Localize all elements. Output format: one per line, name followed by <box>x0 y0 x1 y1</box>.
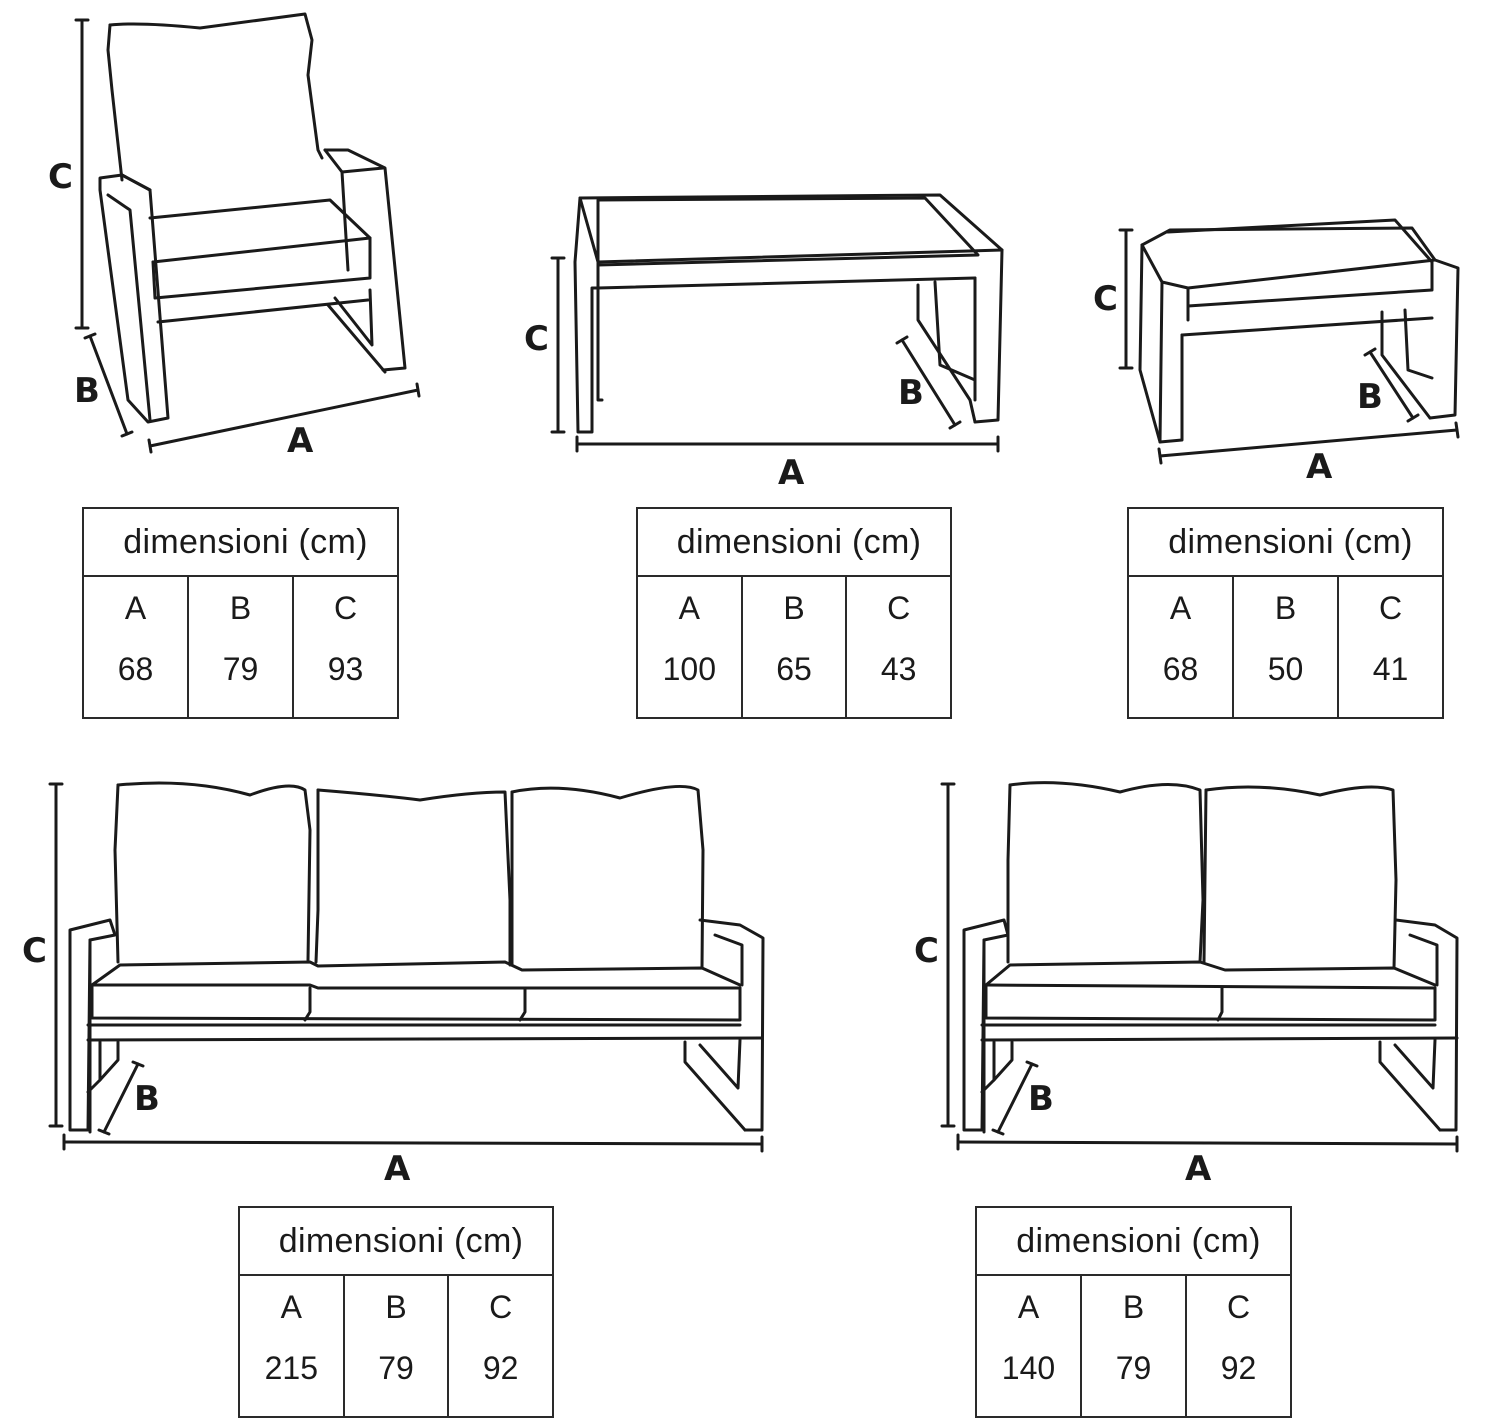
column-label-b: B <box>740 575 848 631</box>
column-label-a: A <box>1127 575 1234 631</box>
armchair-label-c: C <box>48 157 73 197</box>
footstool-label-a: A <box>1306 447 1333 487</box>
value-a: 68 <box>82 631 189 719</box>
three-seat-sofa-drawing <box>68 781 765 1134</box>
coffee-table-dimension-table: dimensioni (cm) A B C 100 65 43 <box>636 507 952 719</box>
coffee-table-label-a: A <box>778 453 805 493</box>
armchair-label-b: B <box>74 371 100 411</box>
coffee-table-drawing <box>573 193 1004 434</box>
value-b: 79 <box>342 1330 450 1418</box>
armchair-drawing <box>98 12 407 424</box>
three-seat-sofa-dimension-lines <box>48 782 764 1153</box>
dimension-table-title: dimensioni (cm) <box>238 1206 554 1276</box>
three-seat-sofa-dimension-table: dimensioni (cm) A B C 215 79 92 <box>238 1206 554 1418</box>
coffee-table-dimension-lines <box>550 256 1000 453</box>
footstool-dimension-table: dimensioni (cm) A B C 68 50 41 <box>1127 507 1444 719</box>
column-label-b: B <box>187 575 294 631</box>
value-c: 43 <box>845 631 952 719</box>
two-seat-sofa-dimension-lines <box>940 782 1459 1153</box>
two-seat-sofa-drawing <box>962 781 1459 1134</box>
footstool-label-b: B <box>1357 377 1383 417</box>
value-c: 93 <box>292 631 399 719</box>
column-label-a: A <box>82 575 189 631</box>
three-seat-sofa-label-b: B <box>134 1079 160 1119</box>
two-seat-sofa-label-b: B <box>1028 1079 1054 1119</box>
column-label-c: C <box>292 575 399 631</box>
value-b: 79 <box>1080 1330 1187 1418</box>
dimension-table-title: dimensioni (cm) <box>82 507 399 577</box>
value-c: 41 <box>1337 631 1444 719</box>
armchair-dimension-lines <box>74 18 421 454</box>
dimension-table-title: dimensioni (cm) <box>1127 507 1444 577</box>
coffee-table-label-b: B <box>898 373 924 413</box>
column-label-b: B <box>342 1274 450 1330</box>
value-c: 92 <box>447 1330 554 1418</box>
column-label-b: B <box>1080 1274 1187 1330</box>
value-a: 100 <box>636 631 743 719</box>
armchair-dimension-table: dimensioni (cm) A B C 68 79 93 <box>82 507 399 719</box>
three-seat-sofa-label-c: C <box>22 931 47 971</box>
coffee-table-label-c: C <box>524 319 549 359</box>
column-label-c: C <box>845 575 952 631</box>
footstool-drawing <box>1138 218 1460 444</box>
value-a: 140 <box>975 1330 1082 1418</box>
column-label-a: A <box>636 575 743 631</box>
armchair-label-a: A <box>287 421 314 461</box>
dimension-table-title: dimensioni (cm) <box>636 507 952 577</box>
two-seat-sofa-label-c: C <box>914 931 939 971</box>
column-label-c: C <box>447 1274 554 1330</box>
value-a: 68 <box>1127 631 1234 719</box>
column-label-b: B <box>1232 575 1339 631</box>
column-label-a: A <box>238 1274 345 1330</box>
value-a: 215 <box>238 1330 345 1418</box>
value-b: 65 <box>740 631 848 719</box>
column-label-c: C <box>1337 575 1444 631</box>
two-seat-sofa-dimension-table: dimensioni (cm) A B C 140 79 92 <box>975 1206 1292 1418</box>
value-c: 92 <box>1185 1330 1292 1418</box>
two-seat-sofa-label-a: A <box>1185 1149 1212 1189</box>
value-b: 79 <box>187 631 294 719</box>
column-label-a: A <box>975 1274 1082 1330</box>
column-label-c: C <box>1185 1274 1292 1330</box>
footstool-dimension-lines <box>1118 228 1460 465</box>
dimension-table-title: dimensioni (cm) <box>975 1206 1292 1276</box>
value-b: 50 <box>1232 631 1339 719</box>
three-seat-sofa-label-a: A <box>384 1149 411 1189</box>
footstool-label-c: C <box>1093 279 1118 319</box>
